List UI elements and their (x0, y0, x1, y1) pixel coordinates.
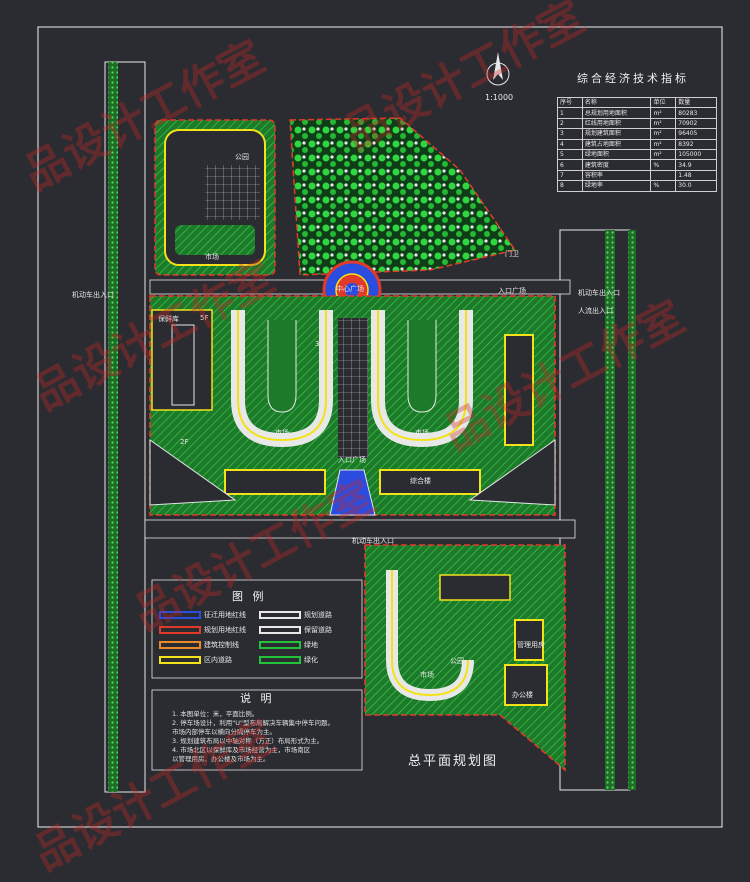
legend-item-label: 建筑控制线 (204, 641, 239, 649)
park-label: 公园 (450, 657, 464, 665)
market-label: 市场 (415, 429, 429, 437)
legend-swatch (159, 626, 201, 634)
table-cell: 96405 (675, 128, 717, 140)
scale-label: 1:1000 (485, 93, 514, 102)
legend-title: 图 例 (232, 590, 267, 603)
table-cell: 绿地率 (581, 180, 652, 192)
table-cell: m² (650, 128, 677, 140)
office-label: 办公楼 (512, 691, 533, 699)
table-cell: 红线用地面积 (581, 117, 652, 130)
market-label: 市场 (205, 253, 219, 261)
table-cell: 建筑密度 (581, 159, 652, 171)
legend-swatch (259, 641, 301, 649)
note-line: 以管理用房、办公楼及市场为主。 (172, 755, 270, 763)
note-line: 3. 规划建筑布局以中轴对称（方正）布局形式为主。 (172, 737, 324, 745)
note-line: 2. 停车场设计，利用"U"型布局解决车辆集中停车问题。 (172, 719, 335, 727)
table-cell: 总规划用地面积 (581, 107, 652, 119)
table-cell: 8 (557, 180, 583, 192)
note-line: 4. 市场北区以保鲜库及市场经营为主，市场南区 (172, 746, 311, 754)
table-cell: m² (650, 107, 677, 119)
notes-title: 说 明 (240, 692, 275, 705)
table-cell: 建筑占地面积 (581, 138, 652, 150)
market-label: 市场 (420, 671, 434, 679)
floor-label: 2F (180, 438, 189, 446)
legend-item-label: 区内道路 (204, 656, 232, 664)
header-cell: 名称 (581, 96, 652, 109)
table-cell: m² (650, 148, 677, 161)
header-cell: 序号 (557, 96, 583, 109)
table-cell: 7 (557, 169, 583, 182)
management-label: 管理用房 (517, 641, 545, 649)
table-cell: % (650, 180, 677, 192)
central-plaza-label: 中心广场 (336, 285, 364, 293)
site-plan-canvas (37, 26, 723, 828)
legend-item-label: 保留道路 (304, 626, 332, 634)
table-cell: 70902 (675, 117, 717, 130)
table-cell: 1.48 (675, 169, 717, 182)
table-cell: 6 (557, 159, 583, 171)
table-cell: 5 (557, 148, 583, 161)
vehicle-entrance-label: 机动车出入口 (578, 289, 620, 297)
legend-swatch (259, 626, 301, 634)
north-arrow-icon (486, 52, 510, 86)
vehicle-entrance-label: 机动车出入口 (72, 291, 114, 299)
table-header-row: 序号 名称 单位 数量 (557, 96, 717, 109)
floor-label: 3F (315, 340, 324, 348)
vehicle-entrance-label: 机动车出入口 (352, 537, 394, 545)
drawing-title: 总平面规划图 (408, 754, 499, 769)
legend-swatch (259, 656, 301, 664)
entrance-plaza-label: 入口广场 (338, 456, 366, 464)
cold-storage-label: 保鲜库 (158, 315, 179, 323)
table-cell: 4 (557, 138, 583, 150)
floor-label: 5F (200, 314, 209, 322)
table-cell: 30.0 (675, 180, 717, 192)
table-cell: 8392 (675, 138, 717, 150)
table-cell: 2 (557, 117, 583, 130)
table-cell: 1 (557, 107, 583, 119)
market-label: 市场 (275, 429, 289, 437)
legend-item-label: 规划用地红线 (204, 626, 246, 634)
legend-swatch (159, 611, 201, 619)
legend-item-label: 绿化 (304, 656, 318, 664)
table-cell: 容积率 (581, 169, 652, 182)
legend-swatch (159, 656, 201, 664)
table-cell: m² (650, 138, 677, 150)
legend-item-label: 规划道路 (304, 611, 332, 619)
table-cell: m² (650, 117, 677, 130)
note-line: 市场内部停车以横向分隔停车为主。 (172, 728, 276, 736)
table-cell: 105000 (675, 148, 717, 161)
table-cell: 3 (557, 128, 583, 140)
legend-item-label: 征迁用地红线 (204, 611, 246, 619)
header-cell: 数量 (675, 96, 717, 109)
table-cell: 34.9 (675, 159, 717, 171)
table-cell: % (650, 159, 677, 171)
legend-item-label: 绿地 (304, 641, 318, 649)
table-cell: 规划建筑面积 (581, 128, 652, 140)
gate-label: 门卫 (505, 250, 519, 258)
pedestrian-entrance-label: 人流出入口 (578, 307, 613, 315)
park-label: 公园 (235, 153, 249, 161)
header-cell: 单位 (650, 96, 677, 109)
table-cell: 绿地面积 (581, 148, 652, 161)
legend-swatch (159, 641, 201, 649)
legend-swatch (259, 611, 301, 619)
table-cell (650, 169, 677, 182)
entrance-plaza-east-label: 入口广场 (498, 287, 526, 295)
note-line: 1. 本图单位：米，平面比例。 (172, 710, 259, 718)
drawing-frame (37, 26, 723, 828)
building-label: 综合楼 (410, 477, 431, 485)
table-cell: 80283 (675, 107, 717, 119)
tech-table-title: 综合经济技术指标 (577, 72, 689, 85)
